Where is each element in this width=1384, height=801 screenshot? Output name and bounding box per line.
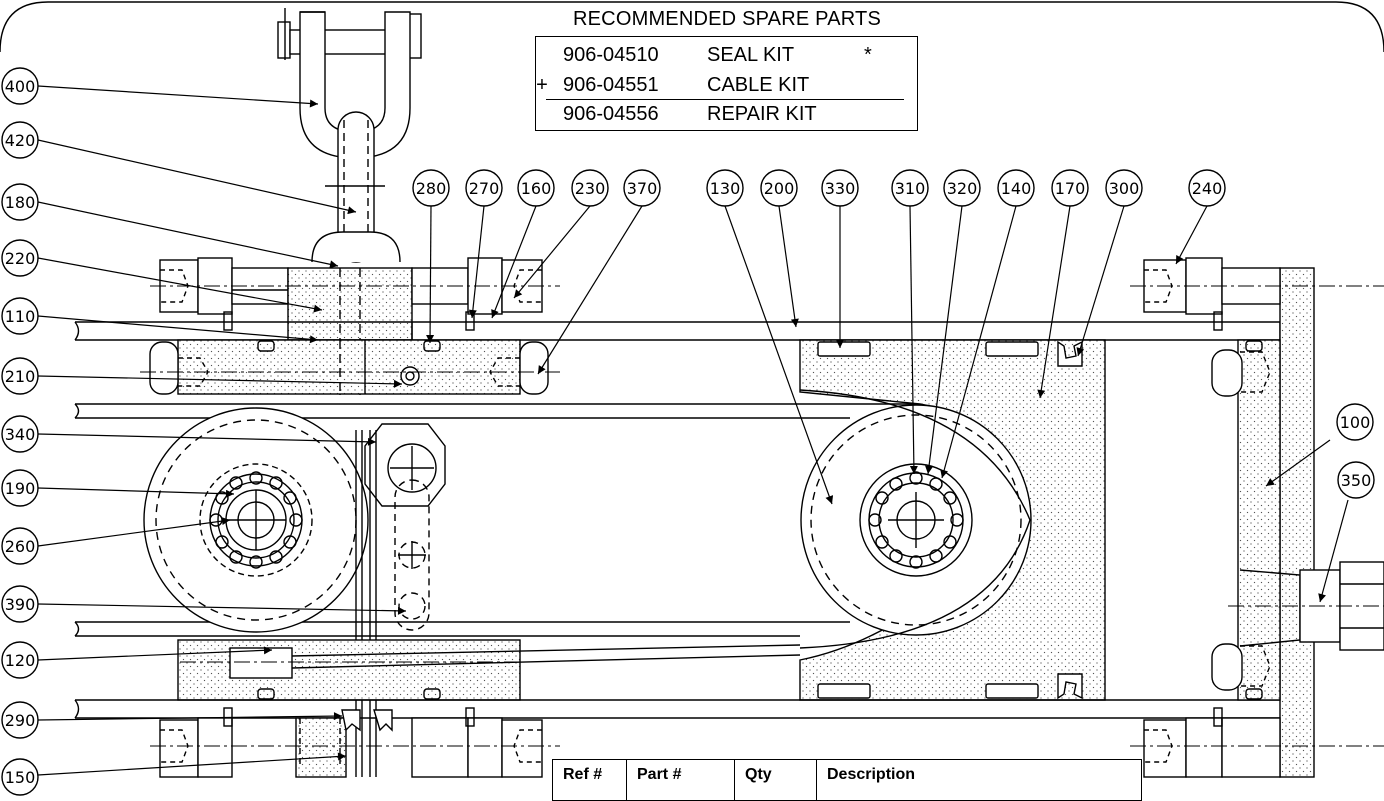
bom-header-description: Description: [827, 766, 916, 783]
svg-text:390: 390: [5, 595, 36, 614]
callout-170: 170: [1051, 169, 1089, 207]
svg-text:400: 400: [5, 77, 36, 96]
callout-110: 110: [1, 297, 39, 335]
svg-text:420: 420: [5, 131, 36, 150]
lower-carriage: [177, 639, 801, 701]
callout-270: 270: [465, 169, 503, 207]
callout-220: 220: [1, 239, 39, 277]
spare-divider: [546, 99, 904, 100]
callout-120: 120: [1, 641, 39, 679]
svg-text:160: 160: [521, 179, 552, 198]
callout-260: 260: [1, 527, 39, 565]
bom-header-qty: Qty: [735, 760, 817, 800]
callout-300: 300: [1105, 169, 1143, 207]
spare-part-number: 906-04556: [563, 103, 659, 125]
callout-200: 200: [760, 169, 798, 207]
callout-100: 100: [1336, 403, 1374, 441]
svg-text:330: 330: [825, 179, 856, 198]
svg-text:200: 200: [764, 179, 795, 198]
svg-text:150: 150: [5, 768, 36, 787]
svg-text:220: 220: [5, 249, 36, 268]
callout-310: 310: [891, 169, 929, 207]
callout-370: 370: [623, 169, 661, 207]
callout-190: 190: [1, 469, 39, 507]
spare-part-number: 906-04510: [563, 44, 659, 66]
callout-150: 150: [1, 758, 39, 796]
callout-350: 350: [1337, 461, 1375, 499]
svg-text:260: 260: [5, 537, 36, 556]
callout-290: 290: [1, 701, 39, 739]
callout-390: 390: [1, 585, 39, 623]
svg-text:370: 370: [627, 179, 658, 198]
callout-400: 400: [1, 67, 39, 105]
svg-text:290: 290: [5, 711, 36, 730]
bom-table-header: Ref # Part # Qty Description: [552, 759, 1142, 801]
svg-text:190: 190: [5, 479, 36, 498]
bom-header-ref: Ref #: [553, 760, 627, 800]
svg-text:320: 320: [947, 179, 978, 198]
callout-340: 340: [1, 415, 39, 453]
spare-row-mark: +: [536, 74, 548, 96]
spare-part-number: 906-04551: [563, 74, 659, 96]
svg-text:300: 300: [1109, 179, 1140, 198]
svg-text:230: 230: [575, 179, 606, 198]
callout-180: 180: [1, 183, 39, 221]
svg-text:340: 340: [5, 425, 36, 444]
callout-130: 130: [706, 169, 744, 207]
callout-280: 280: [412, 169, 450, 207]
frame-border: [0, 1, 1384, 53]
spare-parts-title: RECOMMENDED SPARE PARTS: [573, 8, 881, 30]
svg-text:270: 270: [469, 179, 500, 198]
svg-text:210: 210: [5, 367, 36, 386]
spare-part-note: *: [864, 44, 872, 66]
spare-part-description: CABLE KIT: [707, 74, 810, 96]
shackle-clevis: [277, 8, 422, 263]
callout-160: 160: [517, 169, 555, 207]
svg-text:280: 280: [416, 179, 447, 198]
callout-210: 210: [1, 357, 39, 395]
callout-330: 330: [821, 169, 859, 207]
callout-230: 230: [571, 169, 609, 207]
callout-320: 320: [943, 169, 981, 207]
svg-text:100: 100: [1340, 413, 1371, 432]
callout-420: 420: [1, 121, 39, 159]
svg-text:350: 350: [1341, 471, 1372, 490]
upper-carriage: [140, 339, 560, 395]
svg-text:110: 110: [5, 307, 36, 326]
bom-header-part: Part #: [627, 760, 735, 800]
left-pulley: [143, 407, 369, 633]
svg-text:120: 120: [5, 651, 36, 670]
callout-140: 140: [997, 169, 1035, 207]
upper-clamp-assembly: [150, 257, 560, 395]
svg-text:180: 180: [5, 193, 36, 212]
spare-parts-table: 906-04510 SEAL KIT * + 906-04551 CABLE K…: [535, 36, 918, 131]
lower-clamp-assembly: [150, 707, 560, 778]
spare-part-description: SEAL KIT: [707, 44, 795, 66]
spare-part-description: REPAIR KIT: [707, 103, 817, 125]
svg-text:170: 170: [1055, 179, 1086, 198]
callout-240: 240: [1188, 169, 1226, 207]
svg-text:240: 240: [1192, 179, 1223, 198]
hex-nut: [364, 423, 446, 507]
svg-text:310: 310: [895, 179, 926, 198]
svg-text:130: 130: [710, 179, 741, 198]
right-sheave: [799, 389, 1032, 649]
svg-text:140: 140: [1001, 179, 1032, 198]
right-side-plate: [1130, 257, 1384, 778]
